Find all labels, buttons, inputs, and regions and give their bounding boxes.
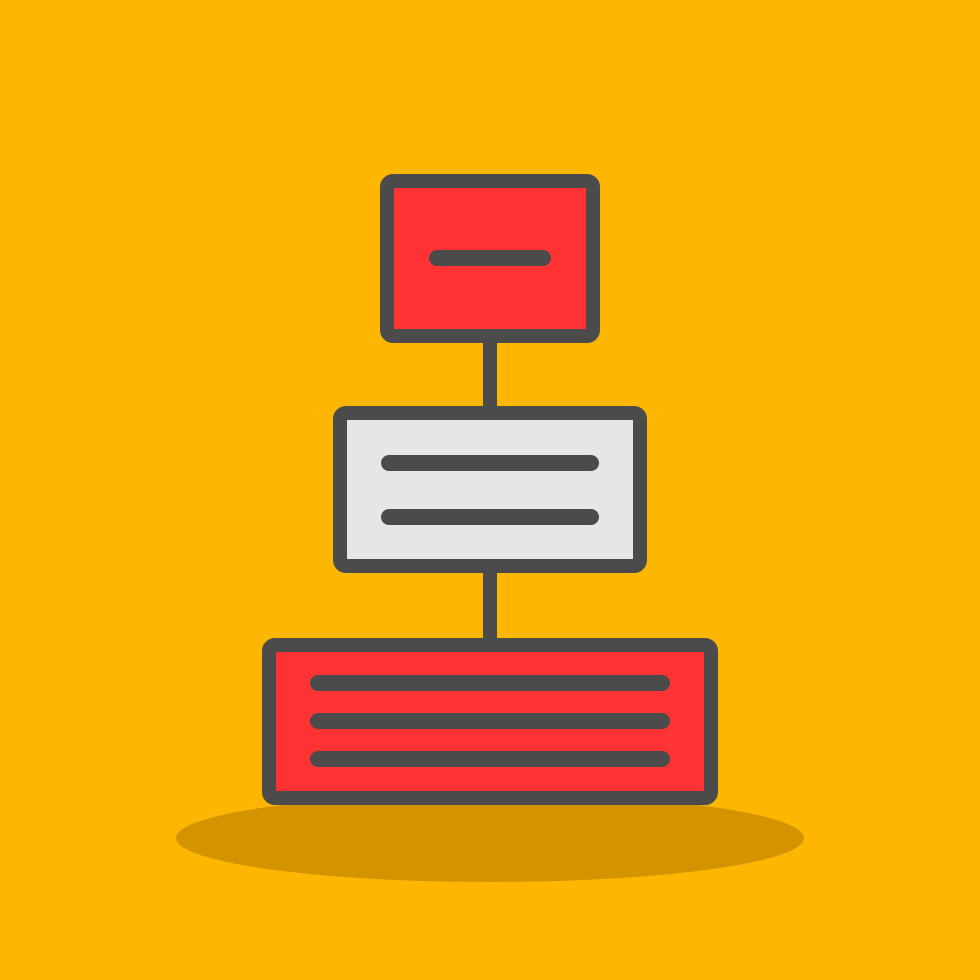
ground-shadow bbox=[176, 794, 804, 882]
middle-level-box bbox=[333, 406, 647, 573]
